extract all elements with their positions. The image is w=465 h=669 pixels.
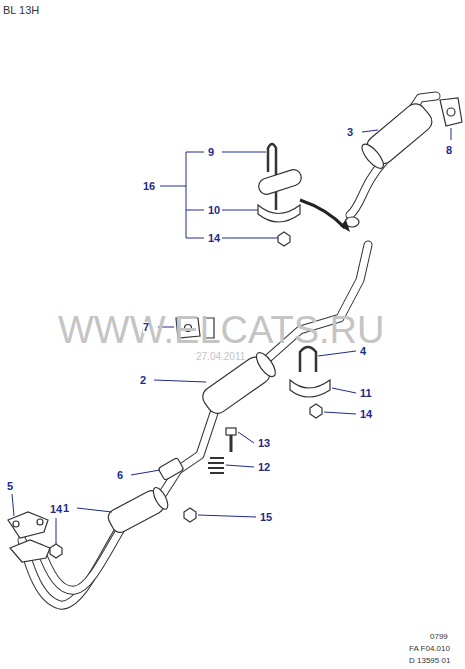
callout-number: 14 — [208, 233, 220, 244]
callout-number: 14 — [360, 409, 372, 420]
callout-number: 8 — [446, 145, 452, 156]
parts — [8, 98, 462, 562]
callout-number: 6 — [117, 470, 123, 481]
leader-lines — [12, 128, 451, 544]
pointer-arrowhead — [340, 220, 350, 232]
callout-number: 2 — [140, 375, 146, 386]
callout-number: 10 — [208, 205, 220, 216]
drawing-code: FA F04.010 — [409, 645, 450, 653]
callout-number: 13 — [258, 438, 270, 449]
callout-number: 12 — [258, 462, 270, 473]
callout-number: 15 — [260, 512, 272, 523]
watermark: WWW.ELCATS.RU — [58, 311, 385, 349]
callout-number: 7 — [143, 322, 149, 333]
callout-number: 16 — [143, 181, 155, 192]
drawing-code: D 13595 01 — [409, 657, 450, 665]
callout-number: 11 — [360, 388, 372, 399]
callout-number: 14 — [50, 504, 62, 515]
pointer-arrow — [300, 200, 345, 228]
callout-number: 4 — [360, 346, 366, 357]
watermark-date: 27.04.2011 — [196, 352, 245, 362]
sheet-code: BL 13H — [3, 5, 39, 16]
callout-number: 5 — [7, 481, 13, 492]
callout-number: 9 — [208, 147, 214, 158]
drawing-code: 0799 — [430, 633, 448, 641]
callout-number: 1 — [63, 503, 69, 514]
callout-number: 3 — [347, 127, 353, 138]
pipes — [22, 96, 436, 605]
